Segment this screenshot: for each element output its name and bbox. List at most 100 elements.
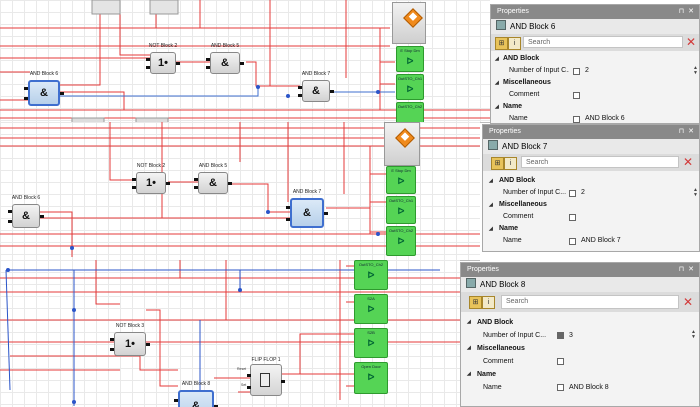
input-pin[interactable] <box>8 210 12 213</box>
logic-canvas-1[interactable]: NOT Block 2 1• AND Block 5 & AND Block 6… <box>0 0 490 123</box>
and-block-selected[interactable]: AND Block 8 & <box>174 381 218 407</box>
clear-search-icon[interactable]: ✕ <box>686 35 697 49</box>
input-pin[interactable] <box>194 178 198 181</box>
logic-canvas-2[interactable]: AND Block 6 & NOT Block 2 1• AND Block 5… <box>0 122 480 261</box>
spinner-icon[interactable]: ▲▼ <box>693 65 698 76</box>
output-pin[interactable] <box>176 62 180 65</box>
and-block[interactable]: AND Block 7 & <box>298 71 334 102</box>
io-block[interactable]: E Stop Dm ᐅ <box>396 46 424 72</box>
property-row[interactable]: Comment <box>461 355 699 368</box>
output-pin[interactable] <box>281 380 285 383</box>
input-pin[interactable] <box>24 87 28 90</box>
logic-canvas-3[interactable]: NOT Block 3 1• AND Block 8 & FLIP FLOP 1… <box>0 260 460 407</box>
output-icon: ᐅ <box>367 270 375 280</box>
input-pin[interactable] <box>146 58 150 61</box>
search-input[interactable]: Search <box>521 156 679 168</box>
alphabetical-view-icon[interactable]: i <box>504 157 517 170</box>
input-pin[interactable] <box>146 66 150 69</box>
category-row[interactable]: ◢AND Block <box>467 319 514 326</box>
property-row[interactable]: Number of Input C...3▲▼ <box>483 329 696 340</box>
not-block[interactable]: NOT Block 3 1• <box>110 323 150 356</box>
input-pin[interactable] <box>247 374 251 377</box>
estop-function-block[interactable] <box>384 122 420 166</box>
input-pin[interactable] <box>286 218 290 221</box>
property-row[interactable]: Number of Input C...2▲▼ <box>509 65 698 76</box>
search-input[interactable]: Search <box>501 295 679 309</box>
categorized-view-icon[interactable]: ⊞ <box>491 157 504 170</box>
categorized-view-icon[interactable]: ⊞ <box>469 296 482 309</box>
input-pin[interactable] <box>286 206 290 209</box>
input-pin[interactable] <box>174 399 178 402</box>
and-block[interactable]: AND Block 6 & <box>8 195 44 228</box>
clear-search-icon[interactable]: ✕ <box>683 295 694 309</box>
search-input[interactable]: Search <box>523 36 683 48</box>
input-pin[interactable] <box>132 186 136 189</box>
input-pin[interactable] <box>24 97 28 100</box>
category-row[interactable]: ◢Miscellaneous <box>489 201 547 208</box>
io-block[interactable]: E Stop Dm ᐅ <box>386 166 416 194</box>
output-pin[interactable] <box>166 182 170 185</box>
category-row[interactable]: ◢Miscellaneous <box>467 345 525 352</box>
category-row[interactable]: ◢Miscellaneous <box>495 79 551 86</box>
output-pin[interactable] <box>146 343 150 346</box>
io-block[interactable]: OutSTO_Ch2 <box>396 102 424 122</box>
category-row[interactable]: ◢Name <box>467 371 497 378</box>
input-pin[interactable] <box>206 66 210 69</box>
and-block[interactable]: AND Block 5 & <box>206 43 244 74</box>
input-pin[interactable] <box>298 94 302 97</box>
io-block[interactable]: OutSTO_Ch1 ᐅ <box>396 74 424 100</box>
pin-icon[interactable]: ⊓ <box>678 8 685 15</box>
category-row[interactable]: ◢AND Block <box>489 177 536 184</box>
flip-flop-block[interactable]: FLIP FLOP 1 Reset Set <box>237 357 285 396</box>
property-row[interactable]: Comment <box>483 211 699 223</box>
and-block[interactable]: AND Block 5 & <box>194 163 232 194</box>
output-pin[interactable] <box>240 62 244 65</box>
estop-function-block[interactable] <box>392 2 426 44</box>
input-pin[interactable] <box>206 58 210 61</box>
output-pin[interactable] <box>60 92 64 95</box>
category-row[interactable]: ◢Name <box>489 225 519 232</box>
category-row[interactable]: ◢Name <box>495 103 523 110</box>
property-row[interactable]: Comment <box>491 89 699 101</box>
input-pin[interactable] <box>110 348 114 351</box>
input-pin[interactable] <box>298 86 302 89</box>
close-icon[interactable]: ✕ <box>688 128 694 135</box>
pin-icon[interactable]: ⊓ <box>678 266 685 273</box>
output-pin[interactable] <box>330 90 334 93</box>
spinner-icon[interactable]: ▲▼ <box>693 187 698 198</box>
io-block[interactable]: S2B ᐅ <box>354 328 388 358</box>
not-block[interactable]: NOT Block 2 1• <box>132 163 170 194</box>
output-pin[interactable] <box>324 212 328 215</box>
alphabetical-view-icon[interactable]: i <box>482 296 495 309</box>
output-icon: ᐅ <box>406 56 414 66</box>
input-pin[interactable] <box>194 186 198 189</box>
category-row[interactable]: ◢AND Block <box>495 55 540 62</box>
categorized-view-icon[interactable]: ⊞ <box>495 37 508 50</box>
spinner-icon[interactable]: ▲▼ <box>691 329 696 340</box>
io-block[interactable]: OutSTO_Ch2 ᐅ <box>386 226 416 256</box>
io-label: OutSTO_Ch2 <box>397 104 423 109</box>
alphabetical-view-icon[interactable]: i <box>508 37 521 50</box>
pin-icon[interactable]: ⊓ <box>678 128 685 135</box>
output-pin[interactable] <box>228 182 232 185</box>
output-pin[interactable] <box>40 215 44 218</box>
close-icon[interactable]: ✕ <box>688 8 694 15</box>
input-pin[interactable] <box>8 220 12 223</box>
input-pin[interactable] <box>110 338 114 341</box>
io-block[interactable]: OutSTO_Ch1 ᐅ <box>386 196 416 224</box>
io-block[interactable]: Open Door ᐅ <box>354 362 388 394</box>
close-icon[interactable]: ✕ <box>688 266 694 273</box>
not-block[interactable]: NOT Block 2 1• <box>146 43 180 74</box>
io-block[interactable]: OutSTO_Ch2 ᐅ <box>354 260 388 290</box>
input-pin[interactable] <box>247 386 251 389</box>
io-block[interactable]: S2A ᐅ <box>354 294 388 324</box>
output-pin[interactable] <box>214 405 218 407</box>
input-pin[interactable] <box>132 178 136 181</box>
and-block-selected[interactable]: AND Block 7 & <box>286 189 328 228</box>
and-block-selected[interactable]: AND Block 6 & <box>24 71 64 106</box>
property-row[interactable]: Number of Input C...2▲▼ <box>503 187 698 198</box>
clear-search-icon[interactable]: ✕ <box>683 155 694 169</box>
